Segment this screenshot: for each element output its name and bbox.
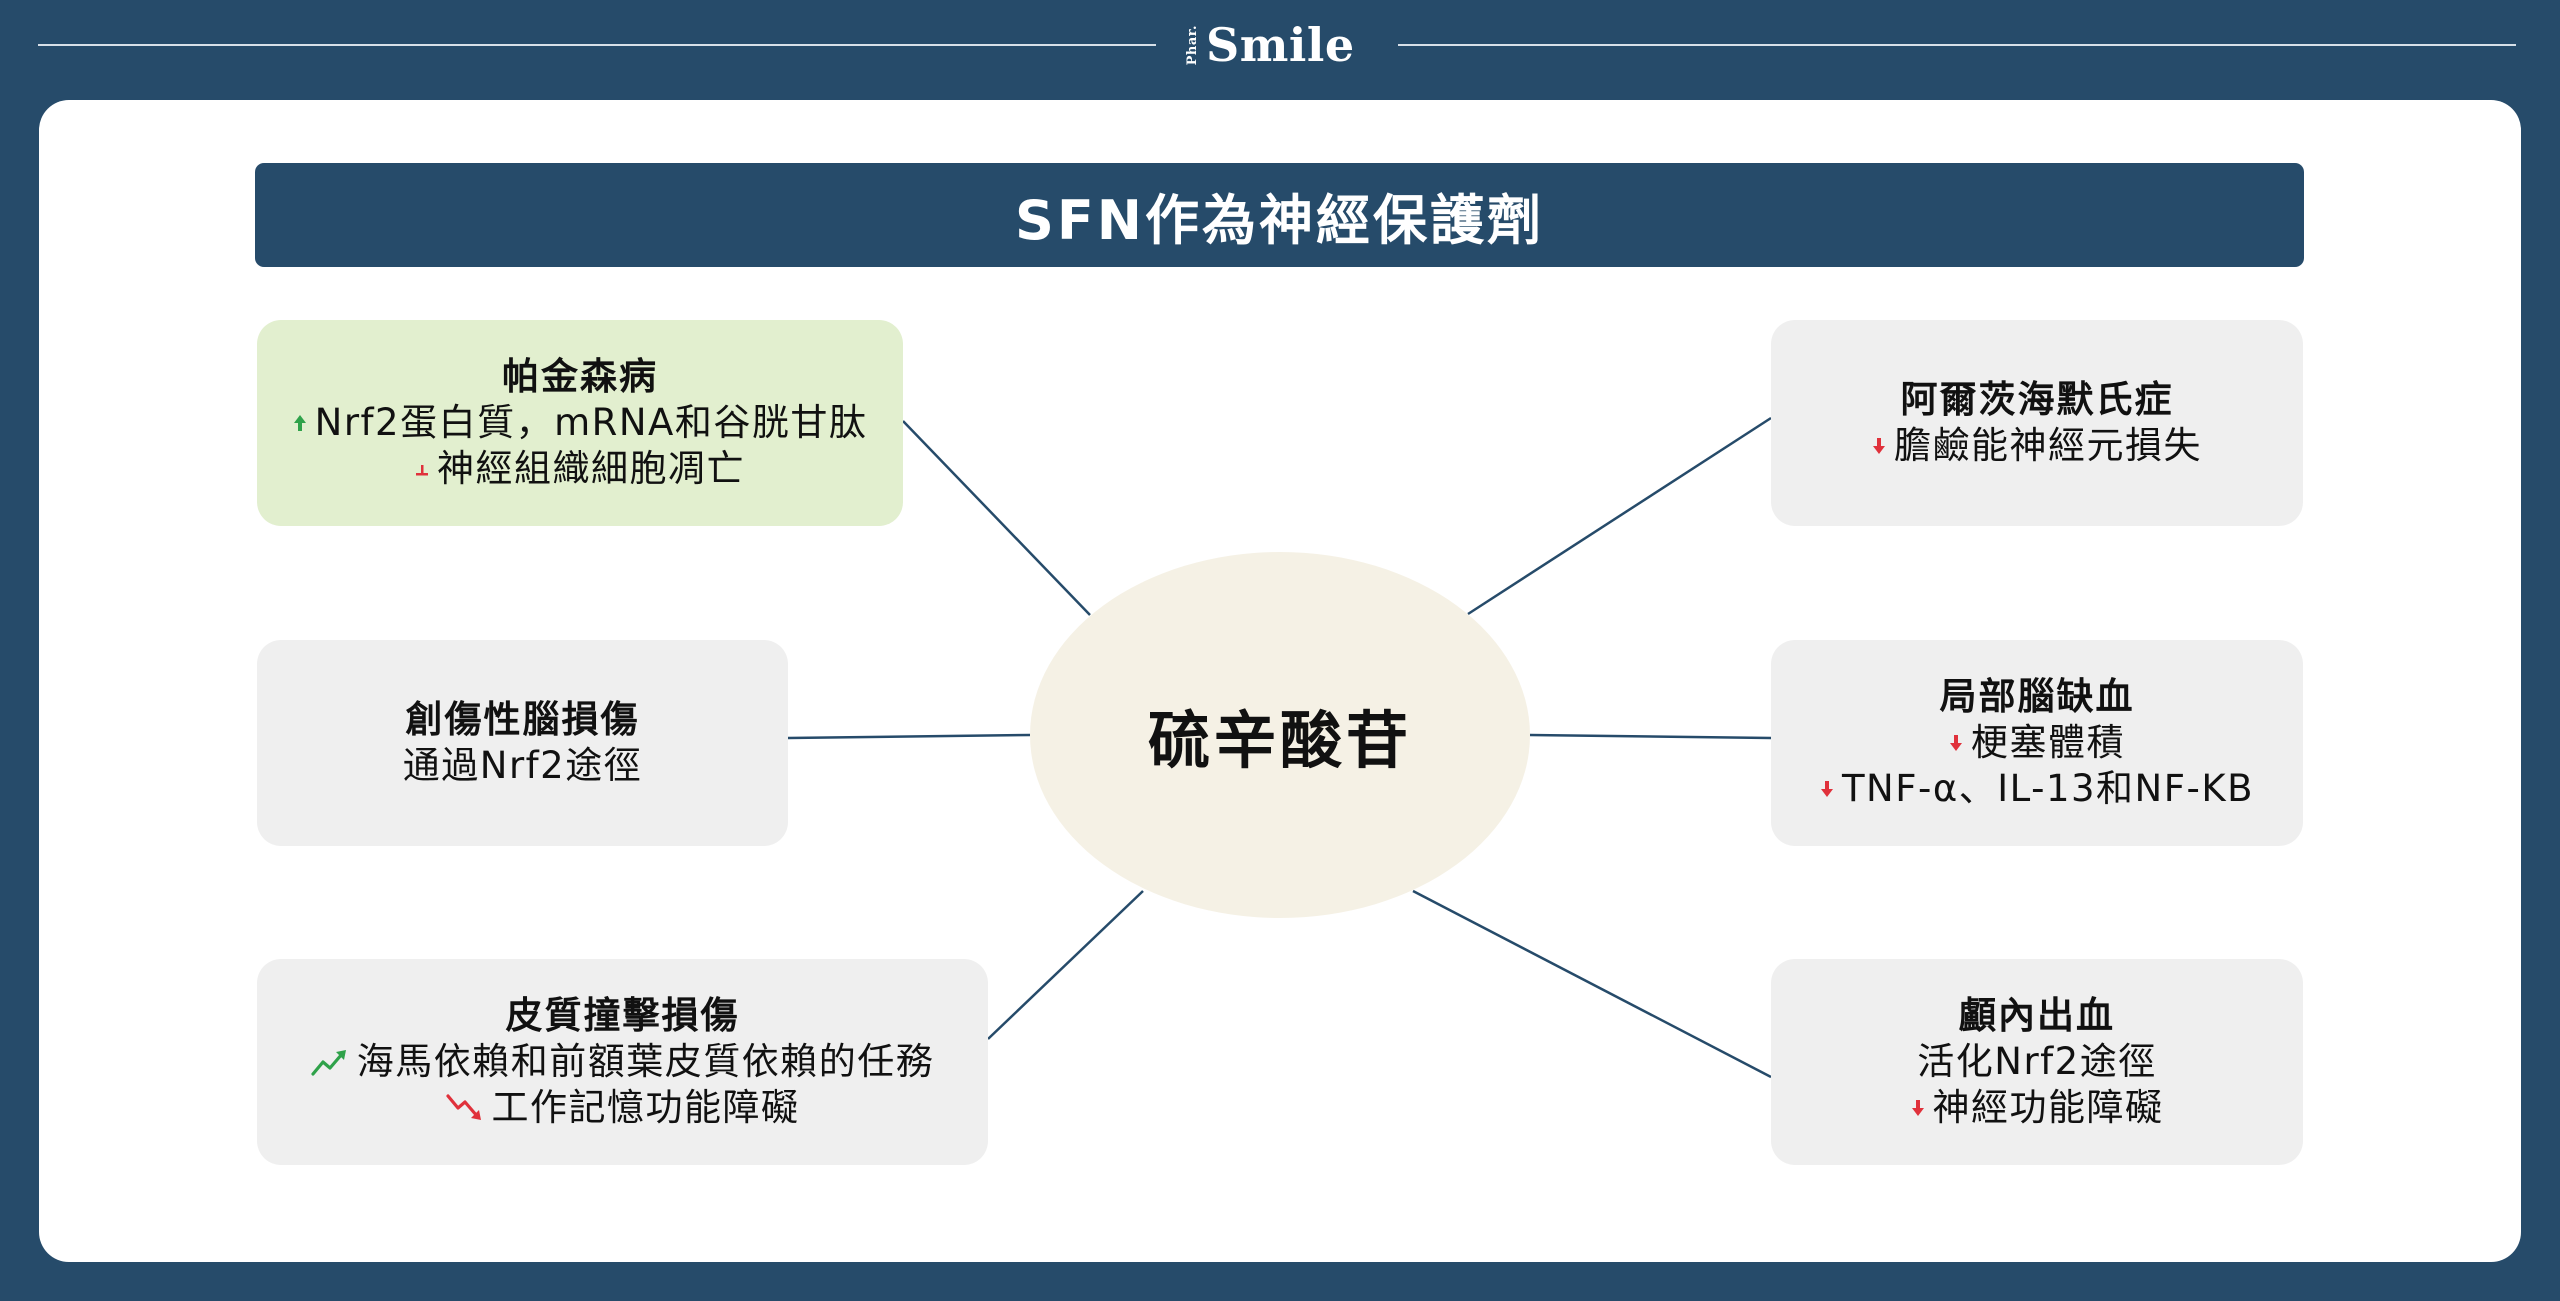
node-title: 創傷性腦損傷	[405, 698, 640, 741]
node-parkinsons: 帕金森病 Nrf2蛋白質，mRNA和谷胱甘肽 神經組織細胞凋亡	[257, 320, 903, 526]
node-line: 神經功能障礙	[1911, 1085, 2164, 1131]
header-divider-right	[1398, 44, 2516, 46]
down-arrow-icon	[1872, 437, 1886, 455]
connector-tbi	[787, 733, 1031, 740]
trend-up-icon	[311, 1047, 349, 1077]
connector-cortical	[987, 890, 1144, 1040]
node-line-text: 活化Nrf2途徑	[1917, 1040, 2157, 1083]
node-line: 膽鹼能神經元損失	[1872, 423, 2202, 469]
connector-alzheimer	[1467, 416, 1772, 616]
node-line-text: 海馬依賴和前額葉皮質依賴的任務	[356, 1040, 935, 1083]
node-line: 梗塞體積	[1949, 720, 2125, 766]
up-arrow-icon	[293, 414, 307, 432]
node-line-text: 神經組織細胞凋亡	[437, 447, 745, 490]
node-line: TNF-α、IL-13和NF-KB	[1820, 766, 2254, 812]
node-alzheimers: 阿爾茨海默氏症 膽鹼能神經元損失	[1771, 320, 2303, 526]
brand-logo: Phar. Smile	[1185, 14, 1376, 76]
diagram-title: SFN作為神經保護劑	[255, 163, 2304, 267]
node-line-text: 神經功能障礙	[1932, 1086, 2164, 1129]
node-line-text: 梗塞體積	[1971, 721, 2125, 764]
down-arrow-icon	[1949, 734, 1963, 752]
node-line-text: TNF-α、IL-13和NF-KB	[1841, 767, 2255, 810]
node-title: 阿爾茨海默氏症	[1900, 378, 2174, 421]
node-cortical-impact-injury: 皮質撞擊損傷 海馬依賴和前額葉皮質依賴的任務 工作記憶功能障礙	[257, 959, 988, 1165]
node-focal-ischemia: 局部腦缺血 梗塞體積 TNF-α、IL-13和NF-KB	[1771, 640, 2303, 846]
node-line: 海馬依賴和前額葉皮質依賴的任務	[311, 1039, 935, 1085]
trend-down-icon	[445, 1093, 484, 1123]
connector-hemorrhage	[1412, 889, 1772, 1079]
down-arrow-icon	[1820, 780, 1834, 798]
connector-ischemia	[1529, 733, 1772, 740]
node-line: 工作記憶功能障礙	[445, 1085, 800, 1131]
brand-name: Smile	[1206, 18, 1355, 72]
node-title: 局部腦缺血	[1939, 675, 2135, 718]
node-title: 皮質撞擊損傷	[505, 994, 740, 1037]
node-intracranial-hemorrhage: 顱內出血 活化Nrf2途徑 神經功能障礙	[1771, 959, 2303, 1165]
node-line-text: 工作記憶功能障礙	[491, 1086, 800, 1129]
down-tack-icon	[415, 460, 429, 478]
node-line-text: Nrf2蛋白質，mRNA和谷胱甘肽	[314, 401, 868, 444]
node-title: 帕金森病	[502, 355, 658, 398]
node-line: Nrf2蛋白質，mRNA和谷胱甘肽	[293, 400, 868, 446]
connector-parkinson	[902, 420, 1091, 616]
down-arrow-icon	[1911, 1099, 1925, 1117]
node-line: 活化Nrf2途徑	[1917, 1039, 2156, 1085]
node-line-text: 膽鹼能神經元損失	[1894, 424, 2202, 467]
node-line-text: 通過Nrf2途徑	[402, 744, 643, 787]
header-divider-left	[38, 44, 1156, 46]
node-traumatic-brain-injury: 創傷性腦損傷 通過Nrf2途徑	[257, 640, 788, 846]
node-line: 通過Nrf2途徑	[403, 743, 642, 789]
node-line: 神經組織細胞凋亡	[415, 446, 745, 492]
central-node: 硫辛酸苷	[1030, 552, 1530, 918]
node-title: 顱內出血	[1959, 994, 2115, 1037]
